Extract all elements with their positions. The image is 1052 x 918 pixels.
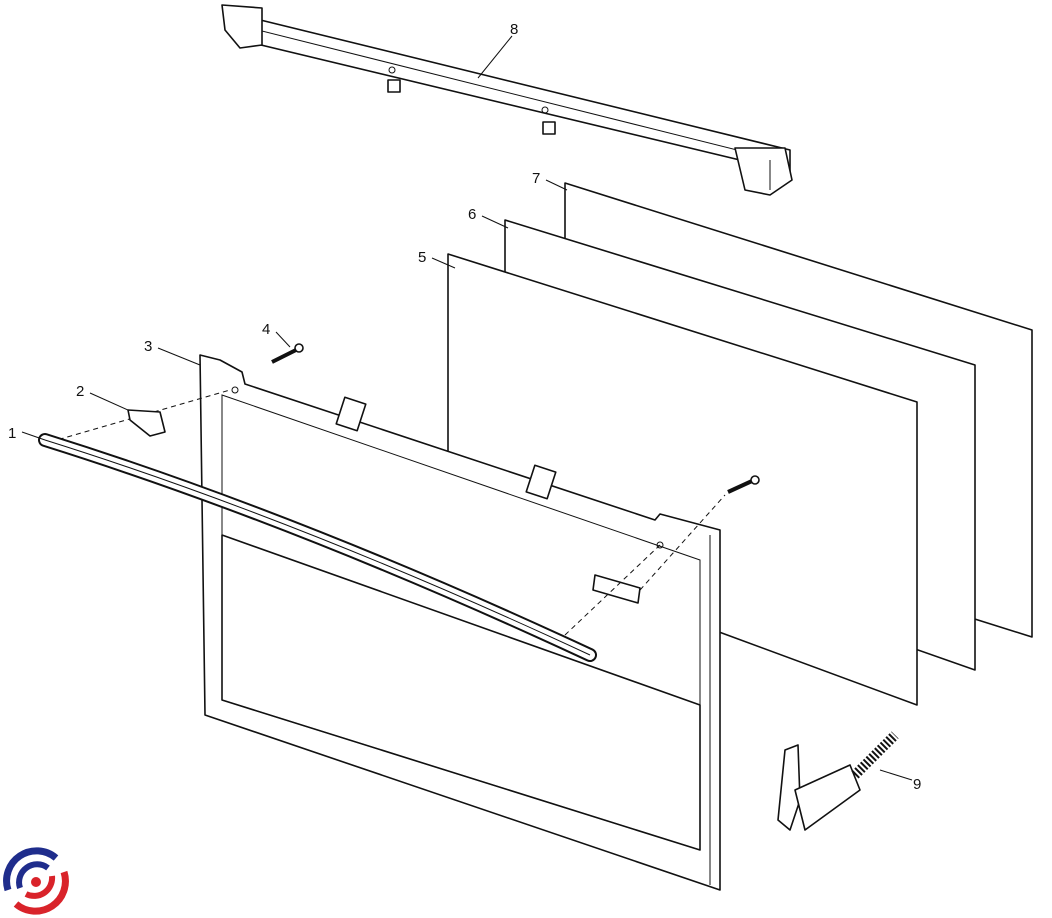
callout-2: 2	[76, 383, 84, 400]
brand-logo	[3, 847, 69, 915]
screw	[271, 343, 304, 364]
callout-7: 7	[532, 170, 540, 187]
screw-right	[727, 475, 760, 494]
callout-9: 9	[913, 776, 921, 793]
callout-1: 1	[8, 425, 16, 442]
callout-4: 4	[262, 321, 270, 338]
glass-pane-front	[447, 253, 918, 706]
callout-3: 3	[144, 338, 152, 355]
top-trim-bar	[221, 4, 793, 196]
callout-8: 8	[510, 21, 518, 38]
callout-6: 6	[468, 206, 476, 223]
handle-end-cap	[127, 409, 166, 437]
door-hinge	[777, 731, 899, 831]
outer-door-frame	[199, 354, 721, 891]
handle	[38, 433, 597, 662]
callout-5: 5	[418, 249, 426, 266]
